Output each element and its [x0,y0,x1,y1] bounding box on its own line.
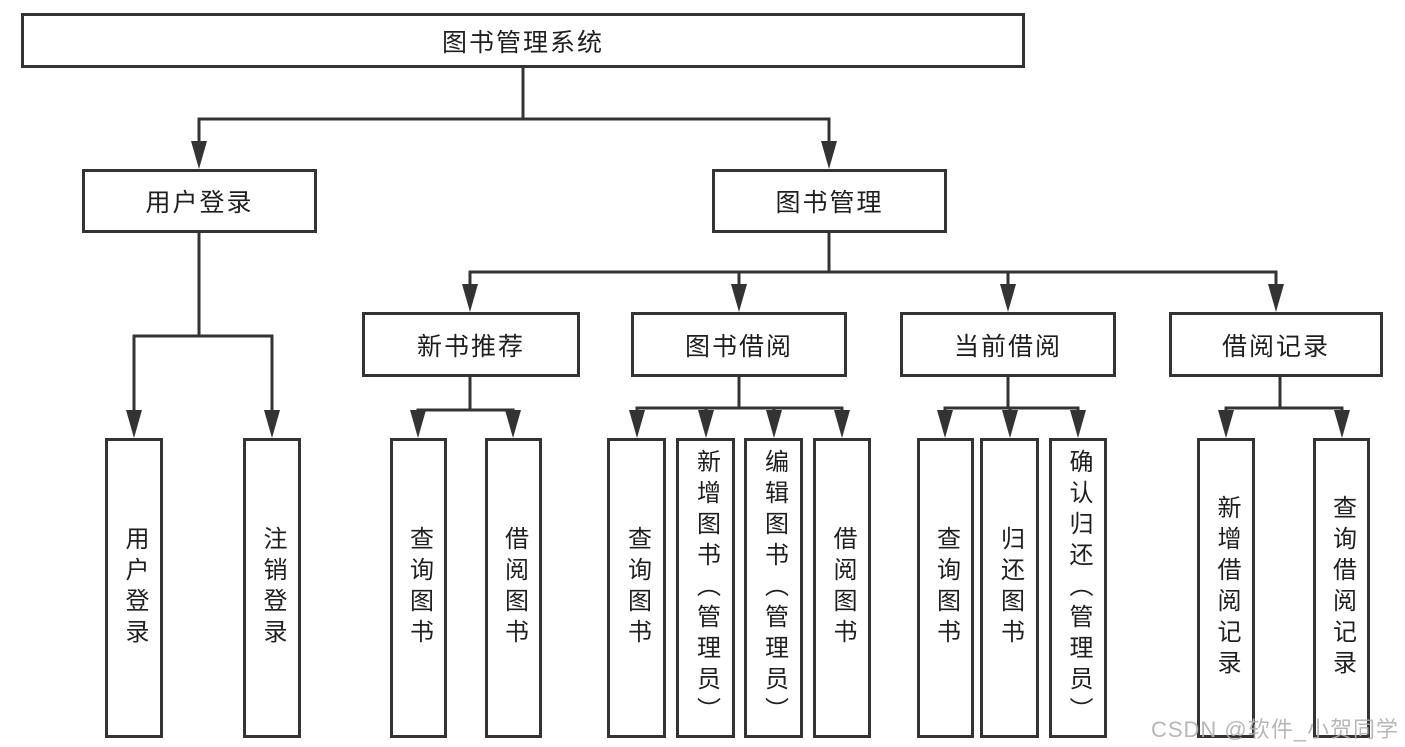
leaf-borrow-books-borrowing: 借阅图书 [813,438,871,738]
node-user-login-label: 用户登录 [145,189,254,217]
node-borrowing-records: 借阅记录 [1169,312,1383,377]
leaf-user-login-label: 用户登录 [121,526,148,650]
node-book-management: 图书管理 [712,169,947,233]
node-new-book-recommendation: 新书推荐 [362,312,580,377]
leaf-query-borrow-record-label: 查询借阅记录 [1328,495,1356,681]
leaf-query-books-recommend-label: 查询图书 [405,526,433,650]
leaf-borrow-books-borrowing-label: 借阅图书 [829,526,856,650]
leaf-add-borrow-record-label: 新增借阅记录 [1213,495,1240,681]
csdn-watermark: CSDN @软件_小贺同学 [1150,717,1399,742]
connector-trunks [132,66,1344,412]
leaf-borrow-books-recommend-label: 借阅图书 [500,526,528,650]
node-current-borrowing-label: 当前借阅 [953,332,1062,361]
leaf-add-books-admin: 新增图书（管理员） [676,438,735,738]
leaf-user-login: 用户登录 [105,438,163,738]
leaf-add-books-admin-label: 新增图书（管理员） [692,448,720,728]
leaf-query-books-recommend: 查询图书 [390,438,447,738]
leaf-edit-books-admin: 编辑图书（管理员） [744,438,803,738]
node-borrowing-records-label: 借阅记录 [1221,332,1330,361]
leaf-query-books-current-label: 查询图书 [932,526,960,650]
node-current-borrowing: 当前借阅 [900,312,1116,377]
leaf-borrow-books-recommend: 借阅图书 [485,438,542,738]
node-new-book-recommendation-label: 新书推荐 [416,332,525,361]
node-book-borrowing-label: 图书借阅 [684,332,793,361]
leaf-query-books-borrowing-label: 查询图书 [623,526,651,650]
leaf-edit-books-admin-label: 编辑图书（管理员） [760,448,788,728]
leaf-add-borrow-record: 新增借阅记录 [1197,438,1255,738]
node-book-borrowing: 图书借阅 [631,312,847,377]
node-book-management-label: 图书管理 [775,189,884,217]
leaf-query-books-borrowing: 查询图书 [607,438,666,738]
node-root-label: 图书管理系统 [441,28,604,57]
leaf-logout-login: 注销登录 [243,438,301,738]
leaf-confirm-return-admin: 确认归还（管理员） [1049,438,1107,738]
leaf-logout-login-label: 注销登录 [259,526,286,650]
leaf-confirm-return-admin-label: 确认归还（管理员） [1065,448,1092,728]
node-user-login: 用户登录 [82,169,317,233]
node-root: 图书管理系统 [21,13,1025,68]
leaf-return-books-label: 归还图书 [996,526,1024,650]
leaf-return-books: 归还图书 [980,438,1039,738]
leaf-query-borrow-record: 查询借阅记录 [1313,438,1370,738]
arrowheads [126,141,1350,438]
leaf-query-books-current: 查询图书 [917,438,974,738]
